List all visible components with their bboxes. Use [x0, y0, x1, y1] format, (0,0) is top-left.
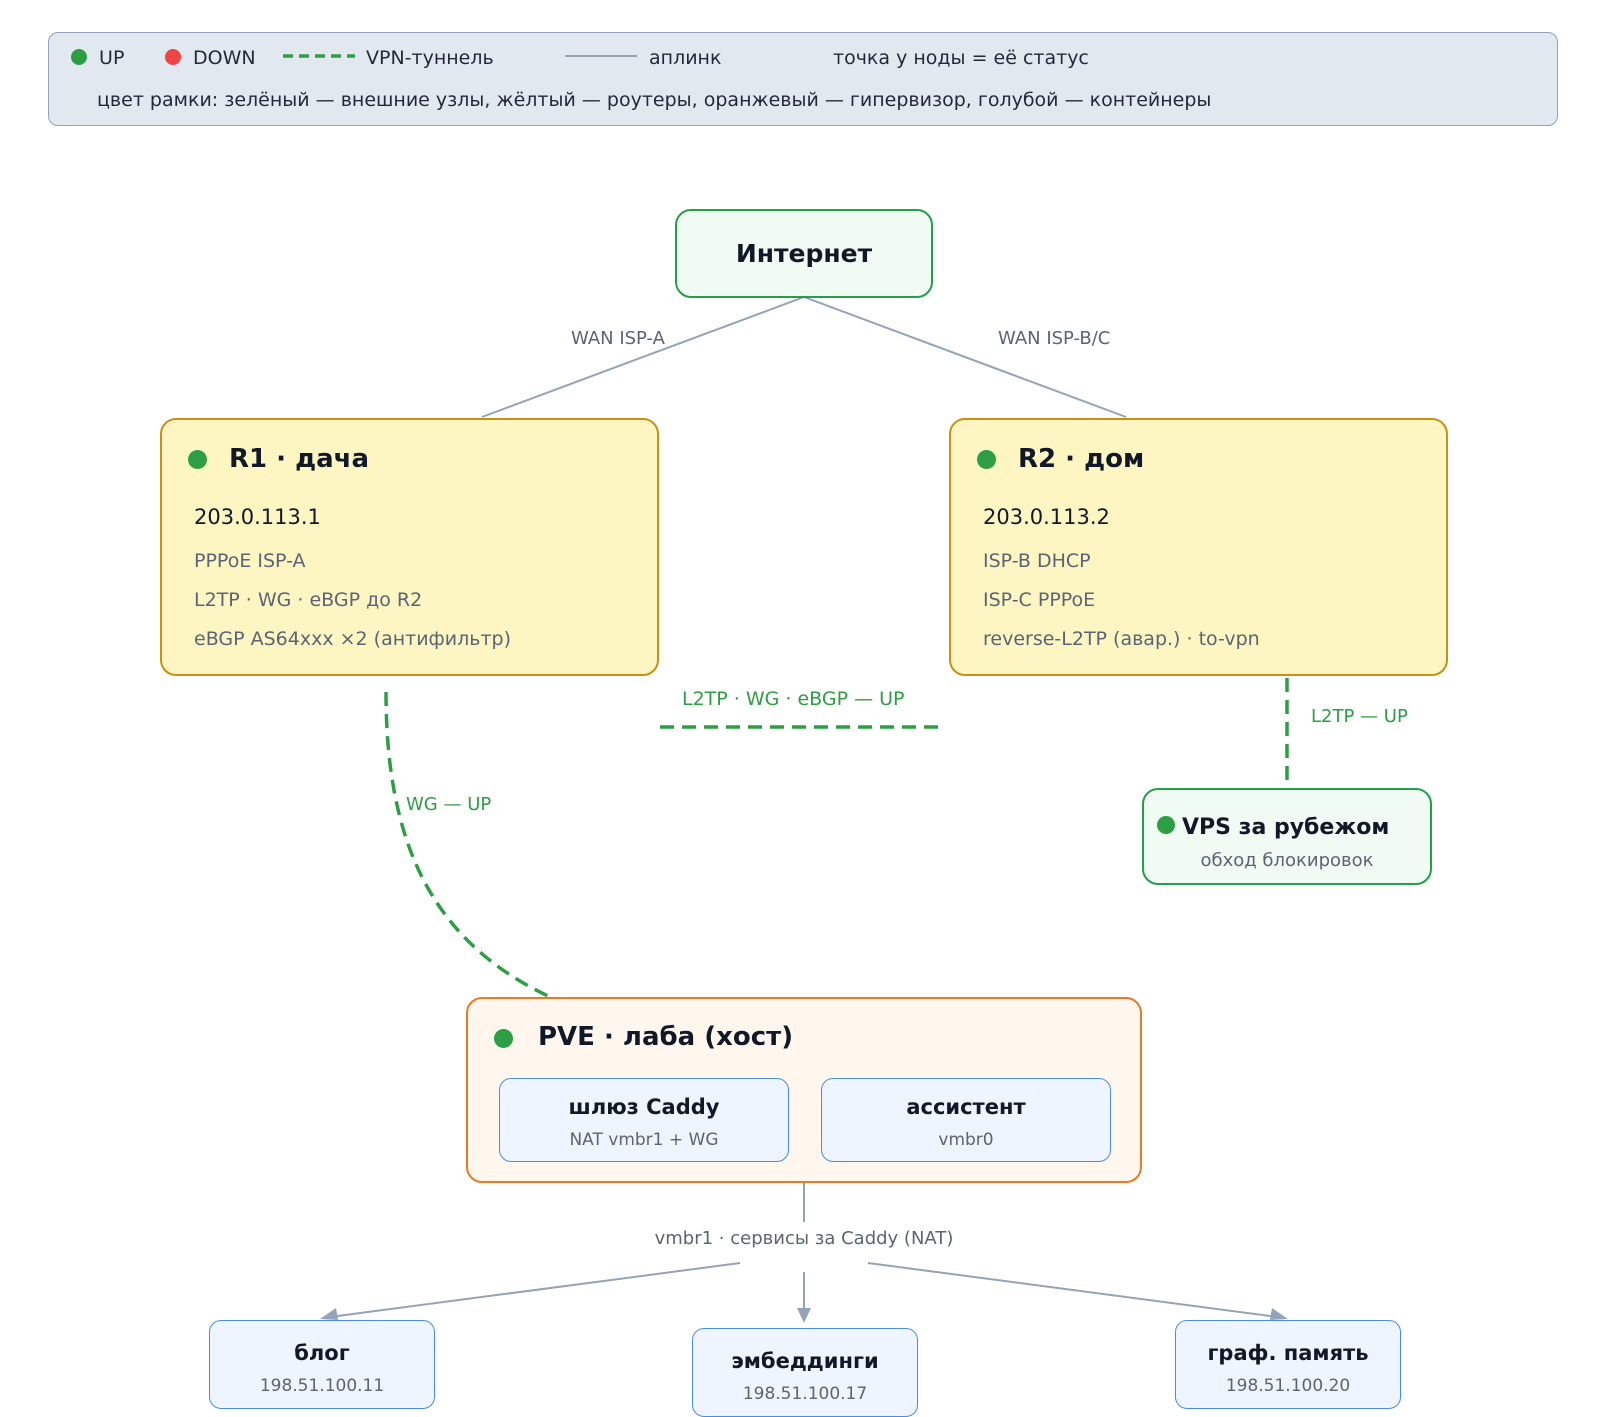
label-r2-vps-tunnel: L2TP — UP — [1311, 706, 1408, 727]
label-vmbr1: vmbr1 · сервисы за Caddy (NAT) — [654, 1228, 954, 1249]
label-wan-bc: WAN ISP-B/C — [998, 328, 1111, 349]
node-r1-line: PPPoE ISP-A — [194, 550, 306, 572]
node-r2-line: ISP-B DHCP — [983, 550, 1091, 572]
service-blog[interactable]: блог 198.51.100.11 — [209, 1320, 435, 1409]
node-r2-line: ISP-C PPPoE — [983, 589, 1096, 611]
link-wan-bc — [803, 296, 1127, 418]
vps-status-dot-icon — [1157, 816, 1175, 834]
service-embeddings-title: эмбеддинги — [731, 1349, 879, 1373]
status-down-dot-icon — [165, 49, 181, 65]
node-r2-line: reverse-L2TP (авар.) · to-vpn — [983, 628, 1260, 650]
legend-frame-note: цвет рамки: зелёный — внешние узлы, жёлт… — [97, 89, 1212, 111]
service-graph-title: граф. память — [1207, 1341, 1369, 1365]
uplink-line-icon — [565, 55, 637, 57]
service-embeddings-ip: 198.51.100.17 — [742, 1384, 868, 1404]
service-blog-ip: 198.51.100.11 — [259, 1376, 385, 1396]
pve-status-dot-icon — [494, 1029, 513, 1048]
service-graph-memory[interactable]: граф. память 198.51.100.20 — [1175, 1320, 1401, 1409]
node-r1-title: R1 · дача — [229, 444, 370, 474]
container-caddy-sub: NAT vmbr1 + WG — [569, 1130, 719, 1150]
node-pve-title: PVE · лаба (хост) — [538, 1022, 794, 1052]
legend-uplink-label: аплинк — [649, 47, 722, 69]
node-r1-line: L2TP · WG · eBGP до R2 — [194, 589, 423, 611]
link-vmbr1-graph — [867, 1262, 1279, 1318]
container-caddy-gateway[interactable]: шлюз Caddy NAT vmbr1 + WG — [499, 1078, 789, 1162]
legend-up: UP — [71, 47, 124, 69]
container-assistant-sub: vmbr0 — [938, 1130, 994, 1150]
legend-vpn-label: VPN-туннель — [366, 47, 494, 69]
node-internet[interactable]: Интернет — [675, 209, 933, 298]
vpn-dash-line-icon — [283, 54, 355, 58]
node-r2-title: R2 · дом — [1018, 444, 1145, 474]
link-r1-pve-tunnel — [384, 691, 549, 998]
legend-down: DOWN — [165, 47, 256, 69]
node-r1[interactable]: R1 · дача 203.0.113.1 PPPoE ISP-A L2TP ·… — [160, 418, 659, 676]
node-internet-title: Интернет — [735, 239, 873, 268]
label-r1-pve-tunnel: WG — UP — [406, 794, 492, 815]
node-vps-title: VPS за рубежом — [1182, 815, 1390, 840]
link-wan-a — [481, 296, 805, 418]
service-graph-ip: 198.51.100.20 — [1225, 1376, 1351, 1396]
legend: UP DOWN VPN-туннель аплинк точка у ноды … — [48, 32, 1558, 126]
node-r2[interactable]: R2 · дом 203.0.113.2 ISP-B DHCP ISP-C PP… — [949, 418, 1448, 676]
container-assistant[interactable]: ассистент vmbr0 — [821, 1078, 1111, 1162]
service-embeddings[interactable]: эмбеддинги 198.51.100.17 — [692, 1328, 918, 1417]
label-r1-r2-tunnel: L2TP · WG · eBGP — UP — [682, 688, 905, 710]
r1-status-dot-icon — [188, 450, 207, 469]
link-vmbr1-blog — [329, 1262, 741, 1318]
arrow-graph-icon — [1270, 1308, 1288, 1320]
node-r2-ip: 203.0.113.2 — [983, 505, 1110, 529]
arrow-embeddings-icon — [797, 1308, 811, 1323]
node-pve[interactable]: PVE · лаба (хост) шлюз Caddy NAT vmbr1 +… — [466, 997, 1142, 1183]
status-up-dot-icon — [71, 49, 87, 65]
legend-down-label: DOWN — [193, 47, 256, 69]
legend-dot-note: точка у ноды = её статус — [833, 47, 1089, 69]
arrow-blog-icon — [320, 1308, 338, 1320]
legend-up-label: UP — [99, 47, 125, 69]
service-blog-title: блог — [294, 1341, 350, 1365]
node-r1-ip: 203.0.113.1 — [194, 505, 321, 529]
container-assistant-title: ассистент — [906, 1095, 1026, 1119]
label-wan-a: WAN ISP-A — [571, 328, 665, 349]
r2-status-dot-icon — [977, 450, 996, 469]
node-vps[interactable]: VPS за рубежом обход блокировок — [1142, 788, 1432, 885]
node-vps-sub: обход блокировок — [1200, 850, 1374, 871]
node-r1-line: eBGP AS64xxx ×2 (антифильтр) — [194, 628, 512, 650]
container-caddy-title: шлюз Caddy — [568, 1095, 720, 1119]
